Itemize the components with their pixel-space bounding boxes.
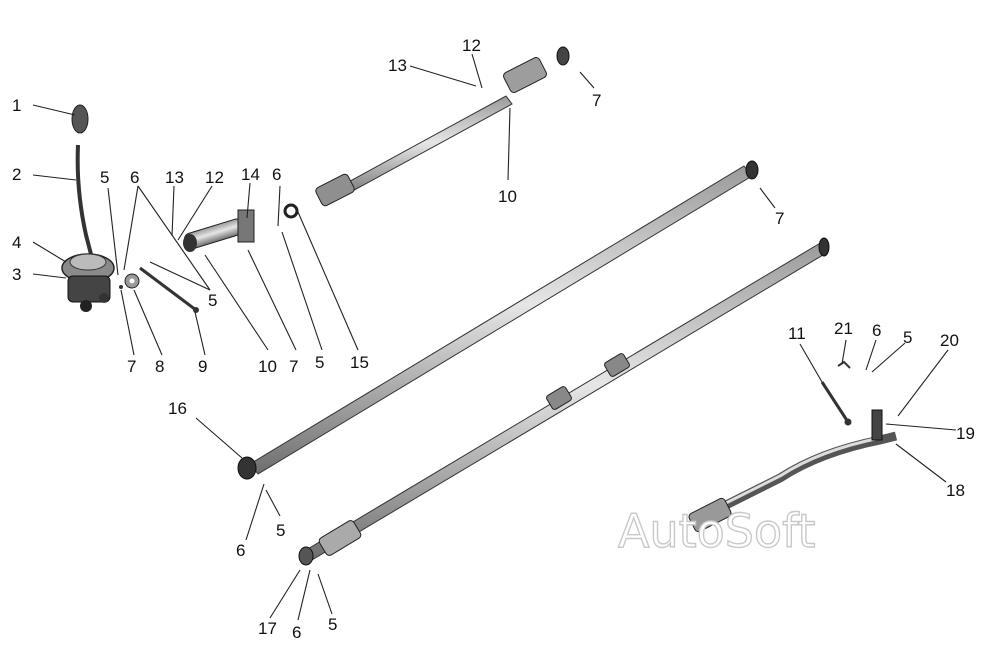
bent-lever-highlight	[699, 436, 881, 518]
callout-7: 7	[775, 209, 784, 228]
callout-7: 7	[127, 357, 136, 376]
callout-6: 6	[130, 168, 139, 187]
callout-13: 13	[165, 168, 184, 187]
long-rod-end-left	[237, 456, 257, 480]
bent-lever-coupling	[688, 497, 732, 533]
callout-12: 12	[462, 36, 481, 55]
long-rod-end-right	[745, 160, 759, 180]
bracket-14	[183, 209, 255, 252]
link-rod-11	[820, 381, 850, 423]
washer-8-hole	[129, 278, 135, 284]
callout-5: 5	[315, 353, 324, 372]
second-rod-end-left	[298, 546, 314, 566]
callout-18: 18	[946, 481, 965, 500]
callout-5: 5	[276, 521, 285, 540]
callout-6: 6	[272, 165, 281, 184]
callout-17: 17	[258, 619, 277, 638]
upper-shaft	[329, 95, 513, 201]
second-rod-end-right	[818, 237, 830, 257]
second-rod-joint-1	[546, 386, 572, 410]
callout-6: 6	[292, 623, 301, 642]
autosoft-watermark: AutoSoft	[618, 504, 816, 558]
callout-11: 11	[788, 324, 806, 343]
callout-15: 15	[350, 353, 369, 372]
leader-lines	[32, 53, 957, 621]
callout-3: 3	[12, 265, 21, 284]
callout-8: 8	[155, 357, 164, 376]
bracket-plate	[237, 209, 255, 243]
upper-coupling	[503, 56, 547, 94]
callout-6: 6	[872, 321, 881, 340]
housing-bolt	[80, 300, 92, 312]
lever-knob	[71, 104, 89, 134]
link-rod-9	[139, 266, 197, 312]
upper-shaft-assembly	[283, 46, 570, 219]
callout-5: 5	[328, 615, 337, 634]
callout-5: 5	[208, 291, 217, 310]
callout-7: 7	[289, 357, 298, 376]
long-rod	[249, 165, 753, 475]
bent-lever-upright	[871, 409, 883, 441]
callout-14: 14	[241, 165, 260, 184]
gear-lever-assembly	[61, 104, 115, 312]
housing-bolt-2	[99, 293, 109, 303]
ring-15	[283, 203, 299, 219]
pin-7	[119, 285, 123, 289]
callout-20: 20	[940, 331, 959, 350]
long-rod-assembly	[237, 160, 759, 480]
callout-6: 6	[236, 541, 245, 560]
link-rod-11-end	[844, 418, 852, 426]
callout-1: 1	[12, 96, 21, 115]
callout-10: 10	[498, 187, 517, 206]
link-rod-9-end	[193, 307, 199, 313]
callout-4: 4	[12, 233, 21, 252]
callout-2: 2	[12, 165, 21, 184]
lever-rod	[75, 144, 94, 259]
lever-boot-ring	[69, 253, 107, 271]
washer-parts	[119, 266, 199, 313]
bent-lever-assembly	[688, 360, 898, 533]
callout-12: 12	[205, 168, 224, 187]
second-rod-assembly	[298, 237, 830, 566]
callout-10: 10	[258, 357, 277, 376]
second-rod-coupling	[318, 520, 362, 556]
callout-19: 19	[956, 424, 975, 443]
upper-end-cap	[556, 46, 570, 66]
bent-lever	[697, 431, 898, 523]
clip-21	[837, 360, 851, 369]
callout-13: 13	[388, 56, 407, 75]
callout-labels: 1 2 4 3 5 6 13 12 14 6 5 7 8 9 10 7 5 15…	[12, 36, 975, 642]
callout-9: 9	[198, 357, 207, 376]
second-rod-joint-2	[604, 353, 630, 377]
callout-21: 21	[834, 319, 853, 338]
callout-7: 7	[592, 91, 601, 110]
bracket-end	[183, 234, 197, 252]
callout-5: 5	[100, 168, 109, 187]
lower-coupling	[315, 173, 355, 207]
callout-5: 5	[903, 328, 912, 347]
callout-16: 16	[168, 399, 187, 418]
